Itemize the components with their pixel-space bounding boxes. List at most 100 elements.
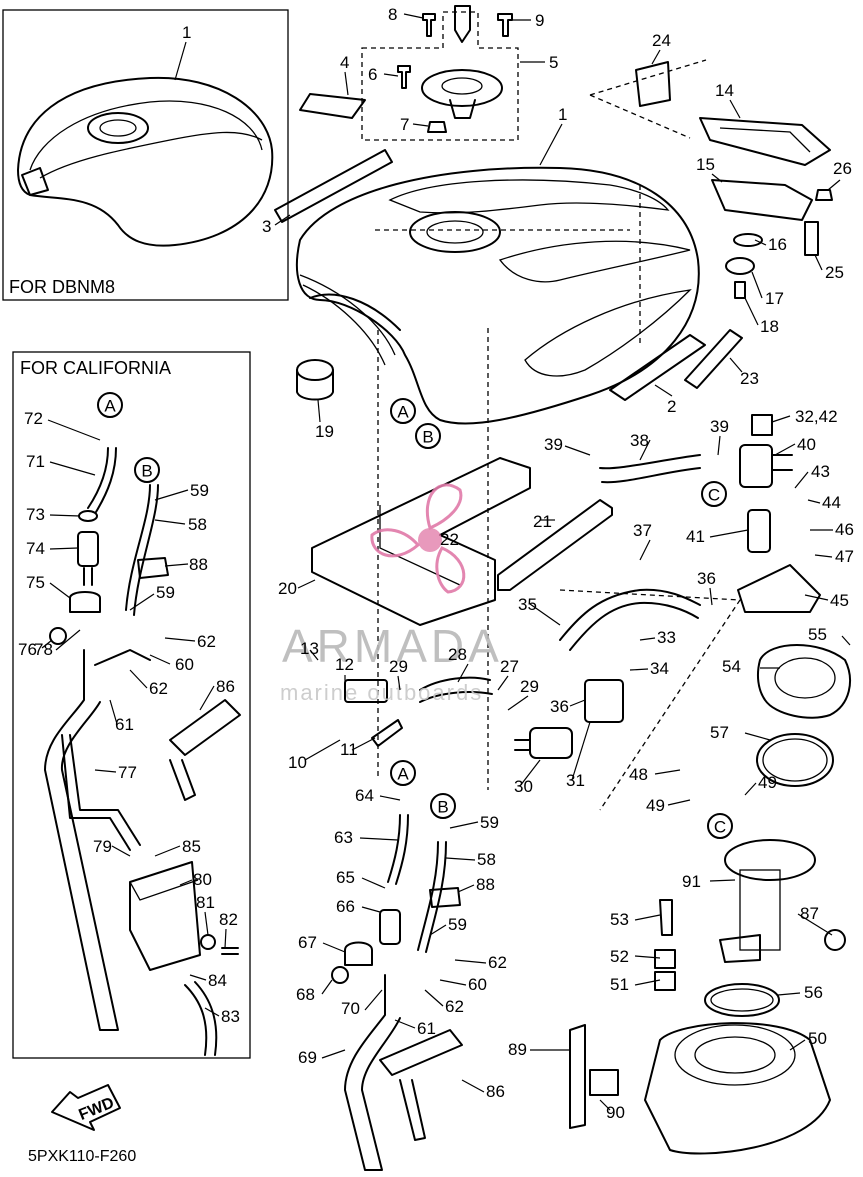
part-label: 86 <box>216 677 235 696</box>
part-label: 62 <box>488 953 507 972</box>
part-label: 69 <box>298 1048 317 1067</box>
part-label: 53 <box>610 910 629 929</box>
part-label: 23 <box>740 369 759 388</box>
part-label: 50 <box>808 1029 827 1048</box>
part-label: 6 <box>368 65 377 84</box>
part-label: 67 <box>298 933 317 952</box>
part-label: 48 <box>629 765 648 784</box>
svg-text:C: C <box>714 818 726 837</box>
part-label: 17 <box>765 289 784 308</box>
part-label: 44 <box>822 493 841 512</box>
fuel-cap-assembly <box>361 5 519 141</box>
inset-dbnm8-label: FOR DBNM8 <box>9 277 115 297</box>
part-label: 40 <box>797 435 816 454</box>
inset-dbnm8: FOR DBNM8 <box>2 9 289 301</box>
callout-b-lower: B <box>430 793 456 819</box>
part-label: 41 <box>686 527 705 546</box>
inset-california-label: FOR CALIFORNIA <box>20 358 171 378</box>
part-label: 31 <box>566 771 585 790</box>
part-label: 54 <box>722 657 741 676</box>
part-label: 88 <box>189 555 208 574</box>
part-label: 46 <box>835 520 854 539</box>
part-label: 70 <box>341 999 360 1018</box>
fuel-tank <box>274 149 706 425</box>
part-label: 60 <box>468 975 487 994</box>
damper-23 <box>684 329 743 389</box>
rear-cover <box>699 117 833 299</box>
part-label: 81 <box>196 893 215 912</box>
part-label: 64 <box>355 786 374 805</box>
part-label: 4 <box>340 53 349 72</box>
part-label: 11 <box>340 740 358 759</box>
part-label: 74 <box>26 539 45 558</box>
fwd-arrow-icon: FWD <box>51 1084 121 1131</box>
watermark-tagline: marine outboards <box>280 680 483 705</box>
part-label: 37 <box>633 521 652 540</box>
part-label: 72 <box>24 409 43 428</box>
svg-text:FOR DBNM8: FOR DBNM8 <box>9 277 115 297</box>
part-label: 10 <box>288 753 307 772</box>
hose-38 <box>599 454 701 484</box>
part-label: 12 <box>335 655 354 674</box>
inset-california: FOR CALIFORNIA <box>12 351 251 1059</box>
part-label: 19 <box>315 422 334 441</box>
part-label: 55 <box>808 625 827 644</box>
part-label: 76 <box>18 640 37 659</box>
part-label: 9 <box>535 11 544 30</box>
part-label: 47 <box>835 547 854 566</box>
part-label: 85 <box>182 837 201 856</box>
part-label: 52 <box>610 947 629 966</box>
part-label: 75 <box>26 573 45 592</box>
part-label: 51 <box>610 975 629 994</box>
part-label: 71 <box>26 452 45 471</box>
part-label: 39 <box>710 417 729 436</box>
part-label: 68 <box>296 985 315 1004</box>
callout-b-california: B <box>134 457 160 483</box>
grommet-19 <box>296 359 334 401</box>
part-label: 21 <box>533 512 552 531</box>
part-label: 80 <box>193 870 212 889</box>
bracket-89 <box>569 1024 586 1129</box>
hose-35 <box>559 588 701 651</box>
part-label: 73 <box>26 505 45 524</box>
svg-text:B: B <box>141 462 152 481</box>
part-label: 24 <box>652 31 671 50</box>
part-label: 86 <box>486 1082 505 1101</box>
part-label: 82 <box>219 910 238 929</box>
part-label: 77 <box>118 763 137 782</box>
part-label: 1 <box>558 105 567 124</box>
part-label: 79 <box>93 837 112 856</box>
callout-c-lower: C <box>707 813 733 839</box>
part-label: 63 <box>334 828 353 847</box>
part-label: 88 <box>476 875 495 894</box>
part-label: 18 <box>760 317 779 336</box>
part-label: 28 <box>448 645 467 664</box>
tank-pads <box>311 457 613 626</box>
part-label: 62 <box>197 632 216 651</box>
svg-text:C: C <box>708 486 720 505</box>
part-label: 22 <box>440 530 459 549</box>
callout-a-upper: A <box>390 398 416 424</box>
part-label: 20 <box>278 579 297 598</box>
lower-hose-group <box>331 814 463 1171</box>
part-label: 66 <box>336 897 355 916</box>
part-label: 49 <box>646 796 665 815</box>
part-label: 29 <box>520 677 539 696</box>
part-label: 78 <box>34 640 53 659</box>
decal-4 <box>299 93 366 119</box>
watermark-brand: ARMADA <box>282 620 503 672</box>
part-label: 30 <box>514 777 533 796</box>
part-label: 45 <box>830 591 849 610</box>
part-label: 25 <box>825 263 844 282</box>
part-label: 36 <box>550 697 569 716</box>
watermark: ARMADA marine outboards <box>280 483 503 705</box>
part-label: 90 <box>606 1103 625 1122</box>
callout-b-upper: B <box>415 423 441 449</box>
part-label: 58 <box>477 850 496 869</box>
part-label: 36 <box>697 569 716 588</box>
part-label: 57 <box>710 723 729 742</box>
part-label: 43 <box>811 462 830 481</box>
part-label: 60 <box>175 655 194 674</box>
part-label: 84 <box>208 971 227 990</box>
watermark-logo-icon <box>370 483 466 594</box>
